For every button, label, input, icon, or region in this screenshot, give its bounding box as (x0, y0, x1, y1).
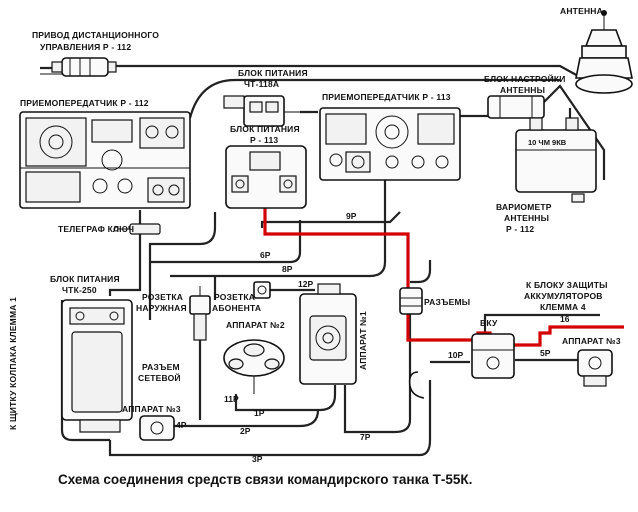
label-connectors: РАЗЪЕМЫ (424, 297, 470, 307)
antenna-tuner (487, 95, 545, 119)
label-psu-r113-2: Р - 113 (250, 135, 278, 145)
cable-label-10r: 10Р (448, 350, 463, 360)
external-socket (189, 286, 211, 341)
cable-network (40, 64, 606, 457)
label-variometer-scale: 10 ЧМ 9КВ (528, 138, 567, 147)
cable-plug (408, 371, 425, 399)
psu-cht118a (223, 95, 300, 127)
label-socket-ext-1: РОЗЕТКА (142, 292, 183, 302)
label-antenna-tuner-2: АНТЕННЫ (500, 85, 545, 95)
diagram-caption: Схема соединения средств связи командирс… (58, 472, 472, 487)
cable-label-6r: 6Р (260, 250, 271, 260)
transceiver-r112 (19, 111, 191, 209)
label-mains-2: СЕТЕВОЙ (138, 372, 181, 383)
apparatus-3-left (139, 415, 175, 441)
label-psu-chtk-2: ЧТК-250 (62, 285, 97, 295)
cable-label-11r: 11Р (224, 394, 239, 404)
psu-chtk250 (61, 299, 133, 433)
label-variometer-3: Р - 112 (506, 224, 534, 234)
highlighted-cable-route (263, 208, 624, 347)
label-psu-cht118-2: ЧТ-118А (244, 79, 279, 89)
label-side-terminal: К ЩИТКУ КОЛПАКА КЛЕММА 1 (8, 297, 18, 430)
label-psu-r113-1: БЛОК ПИТАНИЯ (230, 124, 300, 134)
label-socket-ext-2: НАРУЖНАЯ (136, 303, 187, 313)
cable-label-5r: 5Р (540, 348, 551, 358)
label-socket-sub-1: РОЗЕТКА (214, 292, 255, 302)
cable-label-9r: 9Р (346, 211, 357, 221)
label-psu-cht118-1: БЛОК ПИТАНИЯ (238, 68, 308, 78)
cable-label-1r: 1Р (254, 408, 265, 418)
label-psu-chtk-1: БЛОК ПИТАНИЯ (50, 274, 120, 284)
label-protection-2: АККУМУЛЯТОРОВ (524, 291, 603, 301)
label-transceiver-r113: ПРИЕМОПЕРЕДАТЧИК Р - 113 (322, 92, 451, 102)
vku-unit (471, 333, 515, 379)
label-mains-1: РАЗЪЕМ (142, 362, 180, 372)
label-apparatus-2: АППАРАТ №2 (226, 320, 285, 330)
label-variometer-1: ВАРИОМЕТР (496, 202, 552, 212)
label-drive-1: ПРИВОД ДИСТАНЦИОННОГО (32, 30, 159, 40)
apparatus-1 (299, 283, 357, 385)
cable-label-2r: 2Р (240, 426, 251, 436)
cable-label-8r: 8Р (282, 264, 293, 274)
apparatus-3-right (577, 349, 613, 387)
label-apparatus-1: АППАРАТ №1 (358, 311, 368, 370)
antenna-mast (575, 10, 633, 94)
transceiver-r113 (319, 107, 461, 181)
label-protection-3: КЛЕММА 4 (540, 302, 586, 312)
label-socket-sub-2: АБОНЕНТА (212, 303, 261, 313)
label-antenna: АНТЕННА (560, 6, 603, 16)
label-apparatus-3-left: АППАРАТ №3 (122, 404, 181, 414)
cable-label-4r: 4Р (176, 420, 187, 430)
label-drive-2: УПРАВЛЕНИЯ Р - 112 (40, 42, 131, 52)
cable-label-3r: 3Р (252, 454, 263, 464)
subscriber-socket (253, 281, 271, 299)
headset-apparatus-2 (223, 339, 285, 394)
label-apparatus-3-right: АППАРАТ №3 (562, 336, 621, 346)
label-protection-1: К БЛОКУ ЗАЩИТЫ (526, 280, 608, 290)
variometer-r112 (515, 117, 597, 203)
remote-drive-unit (40, 57, 117, 77)
cable-label-16: 16 (560, 314, 570, 324)
cable-label-7r: 7Р (360, 432, 371, 442)
cable-label-12r: 12Р (298, 279, 313, 289)
label-vku: ВКУ (480, 318, 498, 328)
label-telegraph-key: ТЕЛЕГРАФ КЛЮЧ (58, 224, 134, 234)
label-transceiver-r112: ПРИЕМОПЕРЕДАТЧИК Р - 112 (20, 98, 149, 108)
label-variometer-2: АНТЕННЫ (504, 213, 549, 223)
label-antenna-tuner-1: БЛОК НАСТРОЙКИ (484, 73, 566, 84)
connectors-unit (399, 287, 423, 315)
telegraph-key (113, 223, 161, 235)
psu-r113 (225, 145, 307, 209)
